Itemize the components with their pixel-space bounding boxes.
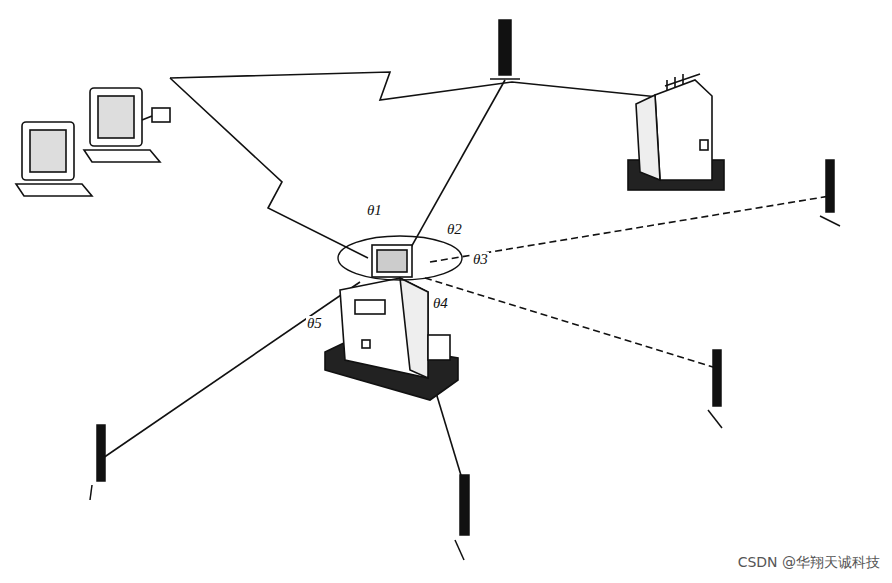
watermark: CSDN @华翔天诚科技	[738, 555, 880, 569]
agv-vehicle	[628, 74, 724, 190]
laser-beam	[425, 278, 716, 368]
wireless-link	[170, 78, 368, 258]
reflector-posts	[90, 20, 840, 560]
agv-vehicle	[325, 236, 462, 400]
angle-label: θ3	[472, 252, 489, 267]
angle-label: θ5	[306, 316, 323, 331]
angle-label: θ1	[366, 203, 383, 218]
angle-label: θ2	[446, 222, 463, 237]
computer-icons	[16, 88, 170, 196]
wireless-link	[170, 72, 668, 100]
laser-beam	[405, 80, 505, 258]
laser-beam	[430, 196, 830, 262]
angle-label: θ4	[432, 296, 449, 311]
laser-beam	[103, 282, 360, 458]
